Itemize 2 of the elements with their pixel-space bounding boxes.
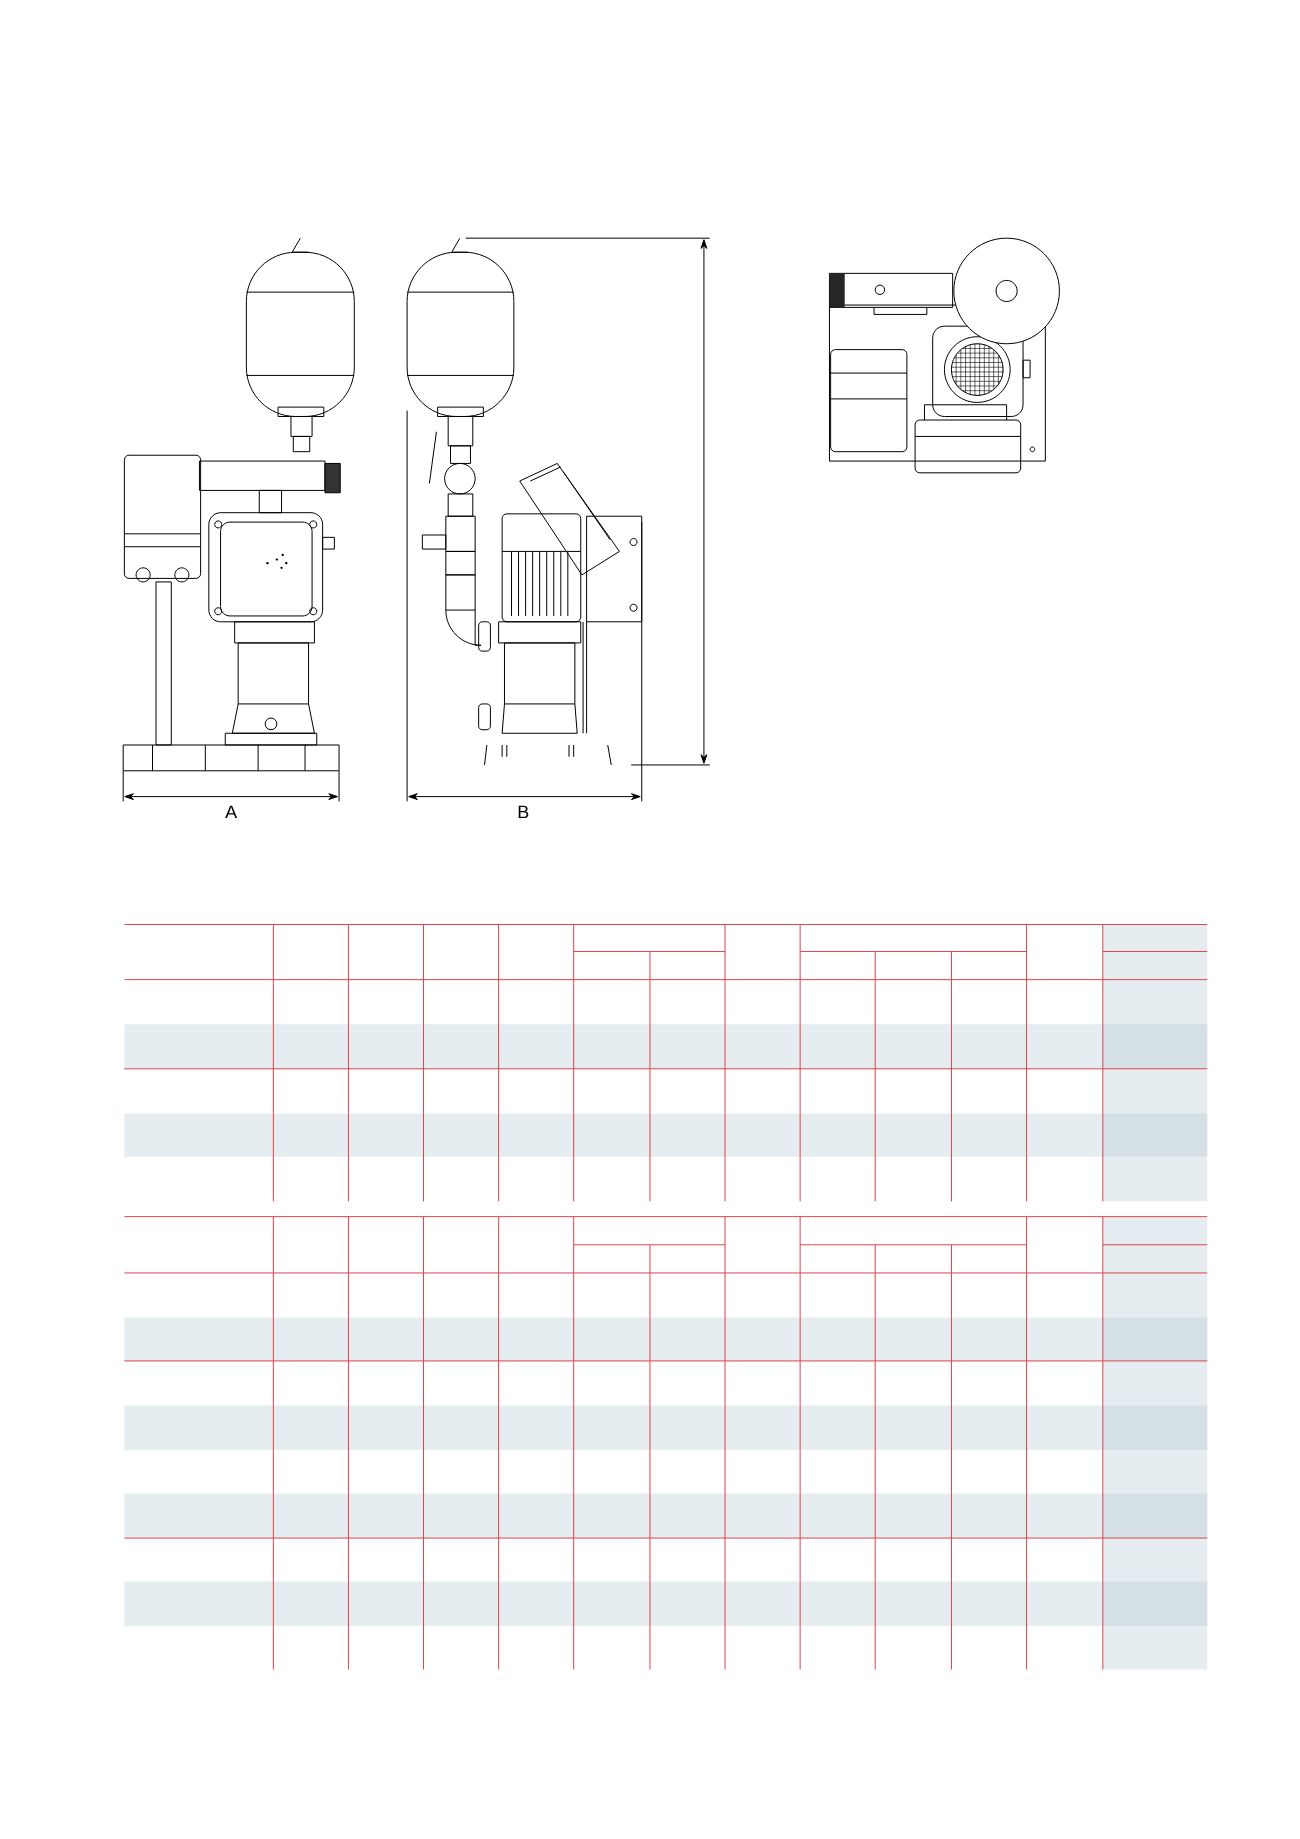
dimension-label: A [225, 805, 238, 819]
dimension-label: B [518, 805, 529, 819]
